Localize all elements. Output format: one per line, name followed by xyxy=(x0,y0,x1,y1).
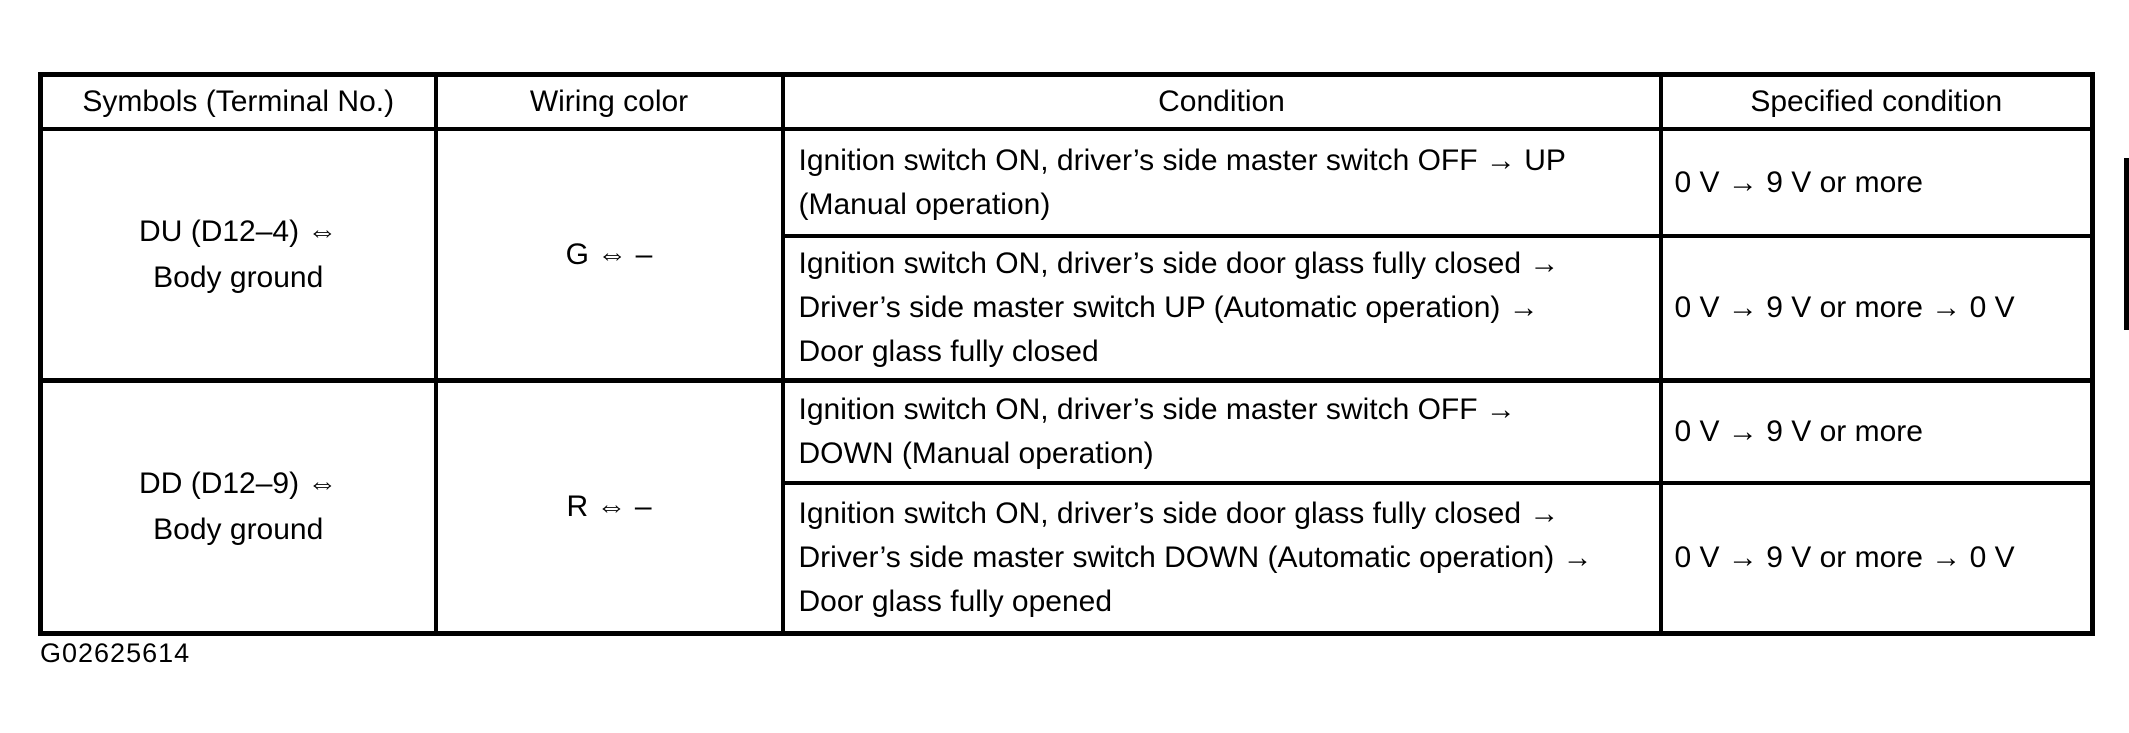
specified-condition-cell-du-automatic: 0 V → 9 V or more → 0 V xyxy=(1658,234,2095,383)
terminal-condition-table: Symbols (Terminal No.) Wiring color Cond… xyxy=(38,72,2095,636)
column-header-symbols: Symbols (Terminal No.) xyxy=(38,72,438,131)
column-header-condition: Condition xyxy=(780,72,1663,131)
figure-id: G02625614 xyxy=(40,638,191,668)
column-header-specified-condition: Specified condition xyxy=(1658,72,2095,131)
table-row: Ignition switch ON, driver’s side door g… xyxy=(41,481,2095,636)
condition-cell-du-automatic: Ignition switch ON, driver’s side door g… xyxy=(780,234,1663,383)
symbol-cell-dd: DD (D12–9) ⇔ Body ground xyxy=(38,378,438,636)
symbol-cell-du: DU (D12–4) ⇔ Body ground xyxy=(38,127,438,383)
table-header-row: Symbols (Terminal No.) Wiring color Cond… xyxy=(38,72,2095,131)
wiring-color-cell-g: G ⇔ – xyxy=(433,127,785,383)
condition-cell-dd-manual: Ignition switch ON, driver’s side master… xyxy=(780,378,1663,485)
column-header-wiring-color: Wiring color xyxy=(433,72,785,131)
table-row: DD (D12–9) ⇔ Body ground R ⇔ – Ignition … xyxy=(38,378,2095,636)
specified-condition-cell-dd-automatic: 0 V → 9 V or more → 0 V xyxy=(1658,481,2095,636)
specified-condition-cell-dd-manual: 0 V → 9 V or more xyxy=(1658,378,2095,485)
specified-condition-cell-du-manual: 0 V → 9 V or more xyxy=(1658,127,2095,238)
table-row: DU (D12–4) ⇔ Body ground G ⇔ – Ignition … xyxy=(38,127,2095,383)
condition-cell-dd-automatic: Ignition switch ON, driver’s side door g… xyxy=(780,481,1663,636)
condition-cell-du-manual: Ignition switch ON, driver’s side master… xyxy=(780,127,1663,238)
scan-edge-artifact xyxy=(2124,158,2129,330)
table-row: Ignition switch ON, driver’s side door g… xyxy=(41,234,2095,383)
wiring-color-cell-r: R ⇔ – xyxy=(433,378,785,636)
